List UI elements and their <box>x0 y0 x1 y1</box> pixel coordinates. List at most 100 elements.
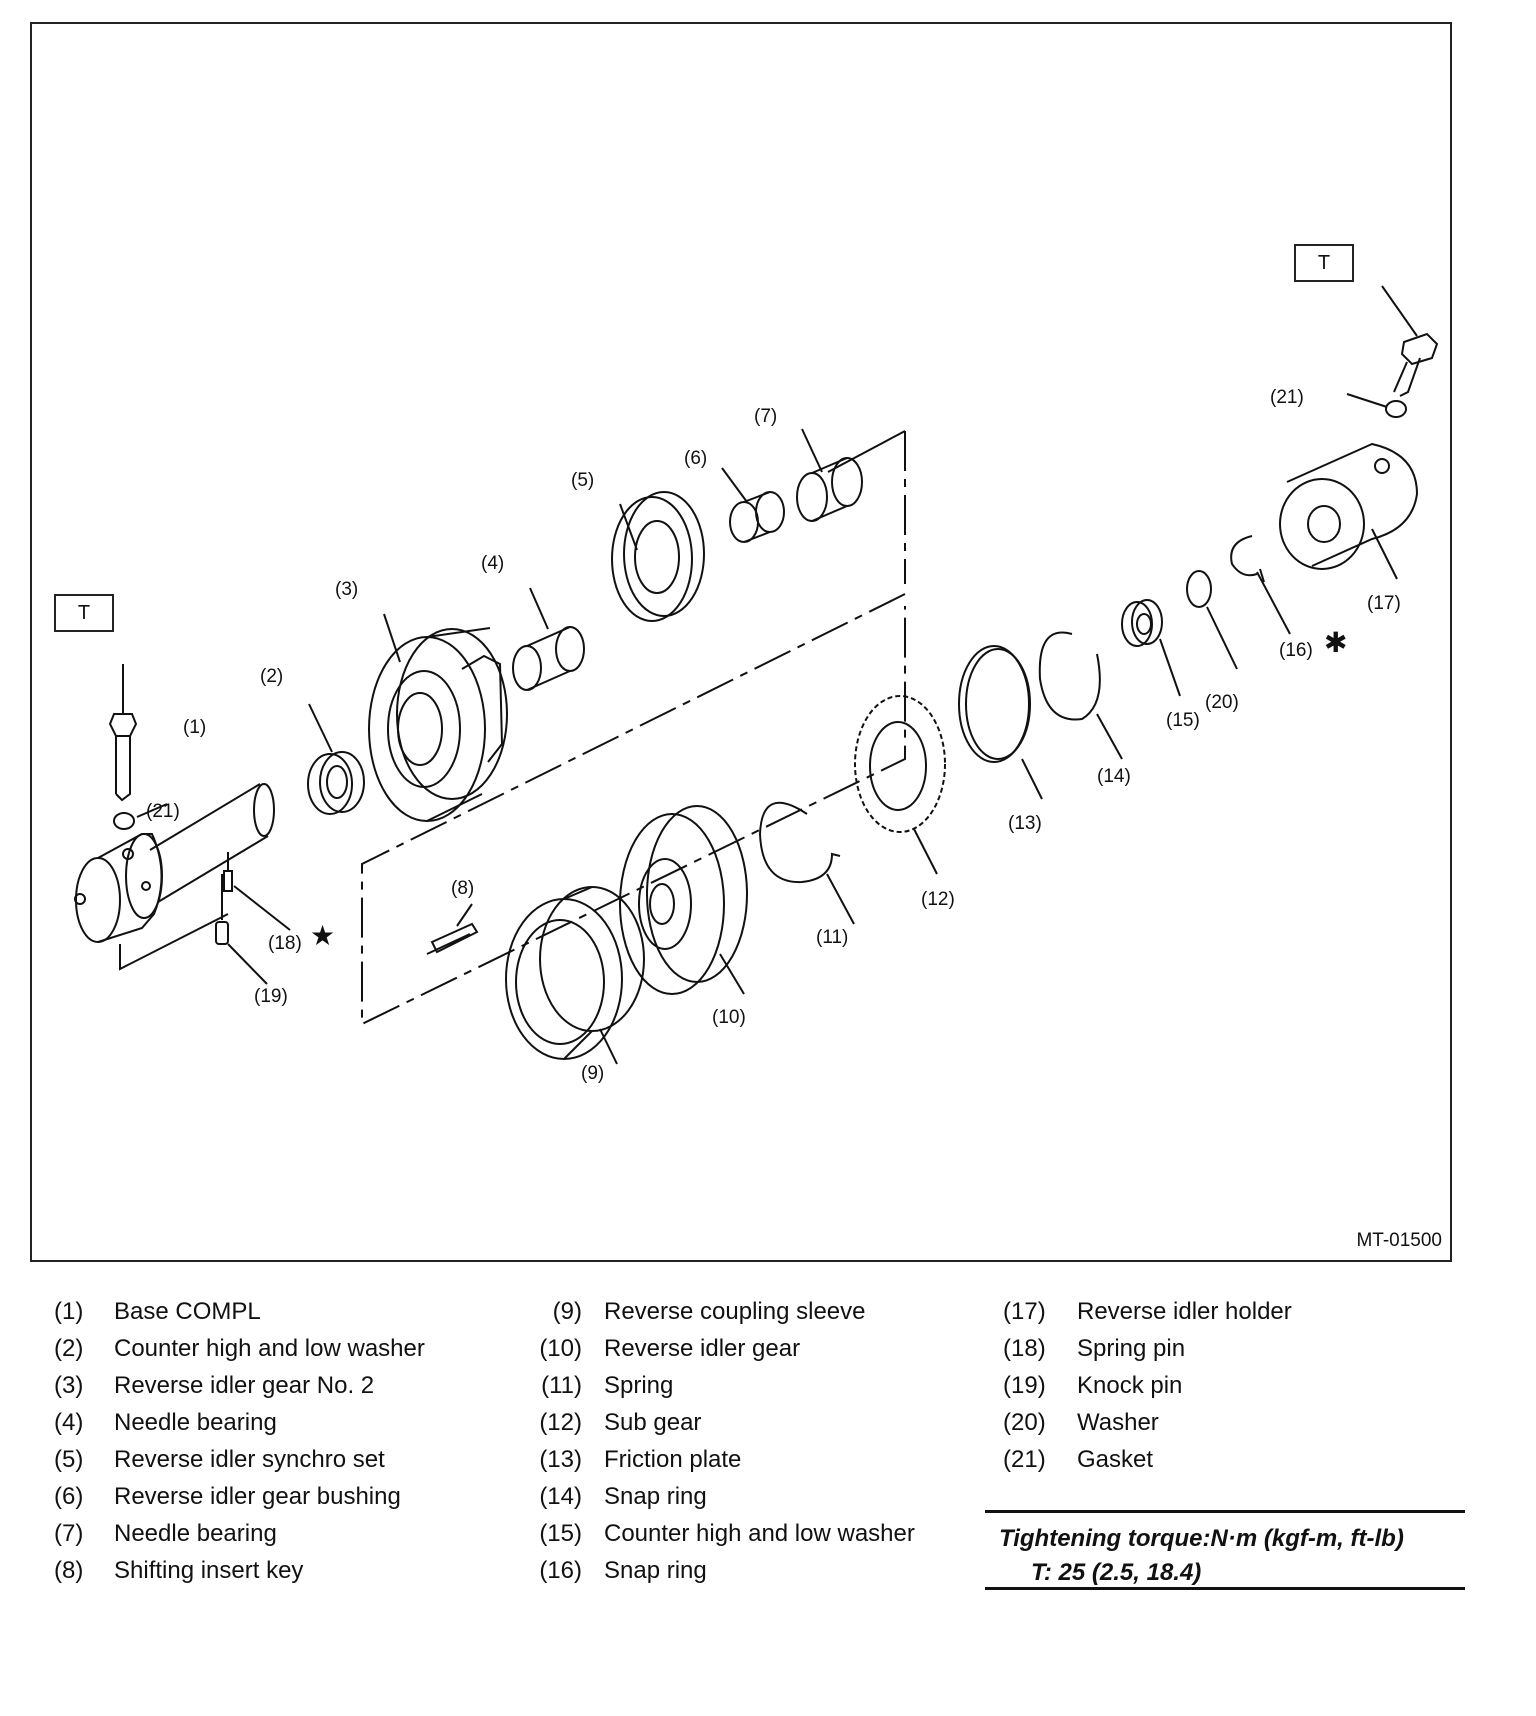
figure-id: MT-01500 <box>1356 1230 1442 1251</box>
torque-value: T: 25 (2.5, 18.4) <box>1031 1559 1202 1586</box>
callout-14: (14) <box>1097 766 1131 787</box>
snap-ring-b-part <box>1230 535 1291 635</box>
callout-18: (18) <box>268 933 302 954</box>
legend-num: (15) <box>539 1520 582 1547</box>
legend-name: Reverse idler holder <box>1077 1298 1292 1325</box>
counter-washer-part <box>307 703 365 815</box>
legend-item: (12) Sub gear <box>526 1411 701 1435</box>
callout-6: (6) <box>684 448 708 469</box>
legend-item: (18) Spring pin <box>1003 1337 1185 1361</box>
callout-4: (4) <box>481 553 505 574</box>
knock-pin-part <box>215 874 268 985</box>
legend-name: Counter high and low washer <box>114 1335 425 1362</box>
legend-num: (16) <box>539 1557 582 1584</box>
callout-20: (20) <box>1205 692 1239 713</box>
washer-part <box>1186 570 1238 670</box>
callout-16: (16) <box>1279 640 1313 661</box>
callout-21-right: (21) <box>1270 387 1304 408</box>
legend-num: (13) <box>539 1446 582 1473</box>
legend-item: (11) Spring <box>526 1374 673 1398</box>
callout-12: (12) <box>921 889 955 910</box>
legend-name: Sub gear <box>604 1409 702 1436</box>
legend-num: (14) <box>539 1483 582 1510</box>
legend-item: (20)Washer <box>1003 1411 1159 1435</box>
torque-spec-box: Tightening torque:N·m (kgf-m, ft-lb) T: … <box>985 1510 1465 1590</box>
torque-heading: Tightening torque:N·m (kgf-m, ft-lb) <box>999 1525 1404 1552</box>
callout-10: (10) <box>712 1007 746 1028</box>
legend-name: Counter high and low washer <box>604 1520 915 1547</box>
legend-item: (1)Base COMPL <box>54 1300 261 1324</box>
legend-num: (11) <box>541 1372 582 1399</box>
needle-bearing-b-part <box>796 428 863 522</box>
callout-8: (8) <box>451 878 475 899</box>
legend-item: (5)Reverse idler synchro set <box>54 1448 385 1472</box>
legend-num: (17) <box>1003 1298 1046 1325</box>
asterisk-mark: ✱ <box>1324 627 1348 658</box>
exploded-drawing <box>74 285 1439 1065</box>
synchro-set-part <box>611 491 705 622</box>
legend-item: (7)Needle bearing <box>54 1522 277 1546</box>
callout-11: (11) <box>816 927 849 948</box>
torque-marker-left: T <box>54 594 114 632</box>
bolt-right-part <box>1381 285 1439 397</box>
legend-num: (18) <box>1003 1335 1046 1362</box>
legend-name: Knock pin <box>1077 1372 1183 1399</box>
legend-name: Gasket <box>1077 1446 1154 1473</box>
legend-num: (21) <box>1003 1446 1046 1473</box>
idler-holder-part <box>1279 442 1419 580</box>
legend-name: Reverse idler gear bushing <box>114 1483 401 1510</box>
coupling-sleeve-part <box>505 886 645 1065</box>
legend-num: (2) <box>54 1335 84 1362</box>
legend-name: Shifting insert key <box>114 1557 304 1584</box>
legend-item: (13) Friction plate <box>526 1448 741 1472</box>
legend-item: (15) Counter high and low washer <box>526 1522 915 1546</box>
legend-item: (4) Needle bearing <box>54 1411 277 1435</box>
legend-num: (6) <box>54 1483 84 1510</box>
callout-5: (5) <box>571 470 595 491</box>
legend-num: (5) <box>54 1446 84 1473</box>
reverse-idler-gear-part <box>619 805 748 995</box>
spring-pin-part <box>223 852 291 931</box>
legend-name: Friction plate <box>604 1446 742 1473</box>
callout-1: (1) <box>183 717 207 738</box>
friction-plate-part <box>958 645 1043 800</box>
callout-7: (7) <box>754 406 778 427</box>
legend-name: Base COMPL <box>114 1298 261 1325</box>
legend-num: (20) <box>1003 1409 1046 1436</box>
legend-num: (12) <box>539 1409 582 1436</box>
legend-item: (19) Knock pin <box>1003 1374 1182 1398</box>
star-mark: ★ <box>310 920 336 951</box>
legend-item: (16) Snap ring <box>526 1557 707 1584</box>
legend-item: (3)Reverse idler gear No. 2 <box>54 1374 374 1398</box>
callout-17: (17) <box>1367 593 1401 614</box>
legend-name: Snap ring <box>604 1557 707 1584</box>
callout-13: (13) <box>1008 813 1042 834</box>
bolt-left-part <box>108 664 138 802</box>
legend-name: Spring pin <box>1077 1335 1186 1362</box>
callout-19: (19) <box>254 986 288 1007</box>
legend-num: (10) <box>539 1335 582 1362</box>
snap-ring-a-part <box>1038 631 1123 760</box>
legend-num: (7) <box>54 1520 84 1547</box>
legend-name: Needle bearing <box>114 1409 277 1436</box>
legend-item: (14)Snap ring <box>526 1483 706 1510</box>
legend-name: Reverse idler gear No. 2 <box>114 1372 375 1399</box>
legend-num: (9) <box>552 1298 582 1325</box>
callout-15: (15) <box>1166 710 1200 731</box>
legend-name: Spring <box>604 1372 674 1399</box>
assembly-outline <box>361 431 906 1026</box>
counter-washer-b-part <box>1121 599 1181 697</box>
gasket-left-part <box>113 812 135 830</box>
legend-item: (10)Reverse idler gear <box>526 1337 800 1361</box>
legend-num: (19) <box>1003 1372 1046 1399</box>
needle-bearing-a-part <box>512 587 585 691</box>
gasket-right-part <box>1385 400 1407 418</box>
exploded-diagram-frame: T T (1) (2) (3) (4) (5) (6) (7) (8) (9) … <box>30 22 1452 1262</box>
legend-num: (4) <box>54 1409 84 1436</box>
legend-item: (21) Gasket <box>1003 1448 1153 1472</box>
legend-item: (2) Counter high and low washer <box>54 1337 425 1361</box>
legend-num: (8) <box>54 1557 84 1584</box>
idler-gear-bushing-part <box>721 467 785 543</box>
torque-marker-right: T <box>1294 244 1354 282</box>
callout-21-left: (21) <box>146 801 180 822</box>
